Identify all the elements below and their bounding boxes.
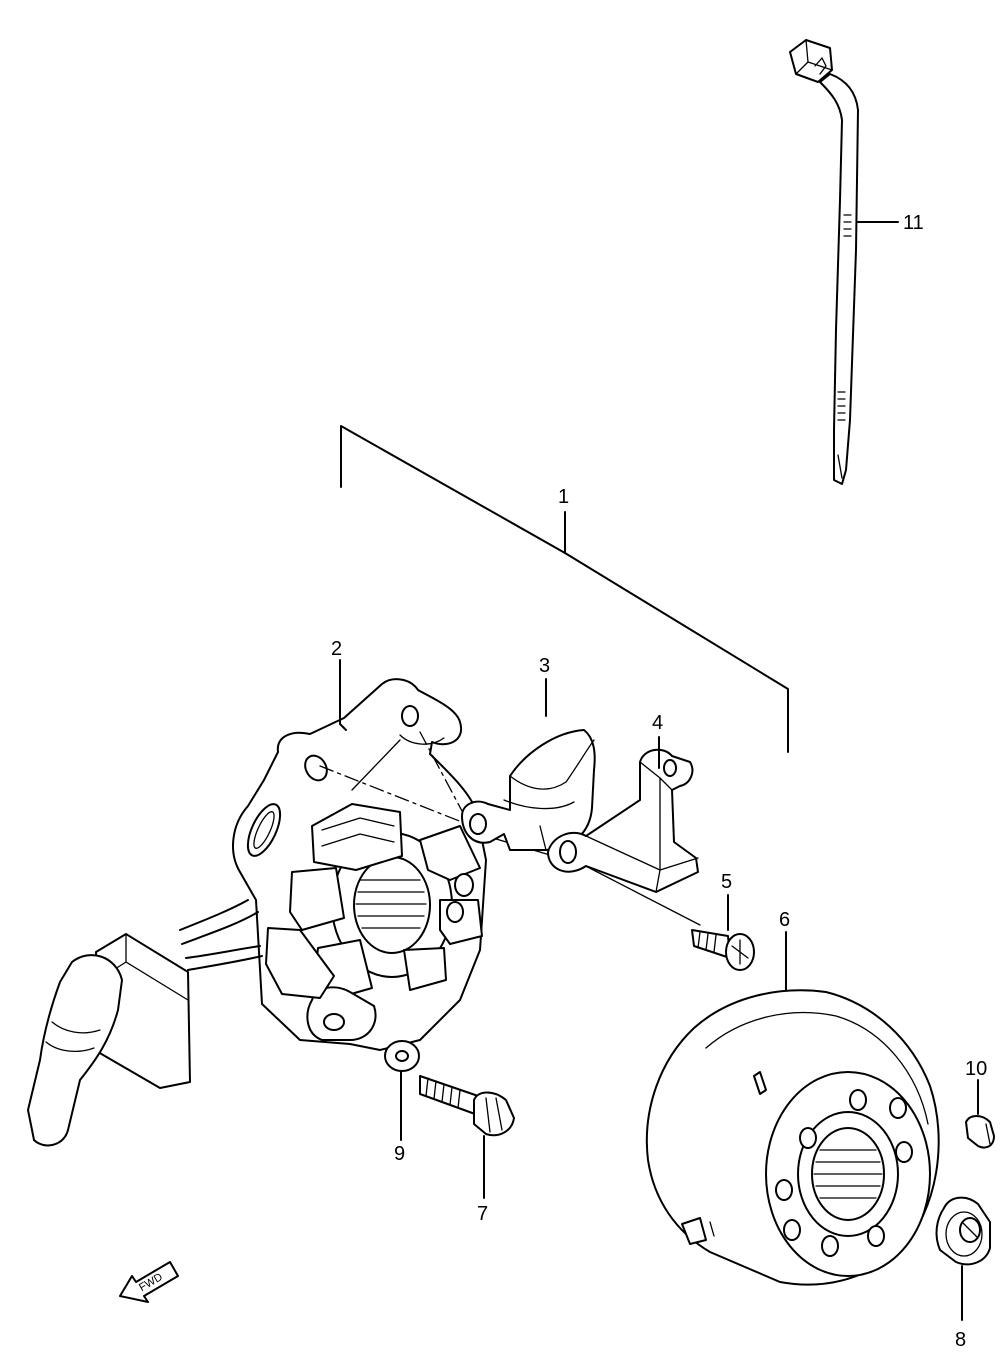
callout-6: 6 (779, 909, 790, 991)
callout-9-label: 9 (394, 1143, 405, 1165)
callout-1-label: 1 (558, 486, 569, 508)
rotor-part (645, 989, 940, 1286)
callout-11-label: 11 (903, 212, 924, 234)
callout-3-label: 3 (539, 655, 550, 677)
callout-9: 9 (394, 1071, 405, 1165)
bolt-7-part (419, 1075, 515, 1137)
callout-2-label: 2 (331, 638, 342, 660)
callout-11: 11 (857, 212, 924, 234)
callout-6-label: 6 (779, 909, 790, 931)
washer-part (384, 1040, 420, 1072)
bracket-part (547, 748, 699, 893)
callout-5: 5 (721, 871, 732, 931)
assembly-bracket-1: 1 (340, 425, 789, 753)
callout-8: 8 (955, 1265, 966, 1351)
callout-4-label: 4 (652, 712, 663, 734)
callout-3: 3 (539, 655, 550, 717)
screw-5-part (691, 929, 755, 971)
callout-7-label: 7 (477, 1203, 488, 1225)
callout-4: 4 (652, 712, 663, 769)
callout-10: 10 (965, 1058, 987, 1115)
nut-part (935, 1196, 991, 1266)
assembly-guide-lines (319, 731, 701, 926)
callout-8-label: 8 (955, 1329, 966, 1351)
stator-part (27, 678, 487, 1147)
pulse-generator-part (461, 729, 596, 851)
callout-10-label: 10 (965, 1058, 987, 1080)
cable-tie-part (789, 39, 859, 485)
callout-7: 7 (477, 1135, 488, 1225)
callout-2: 2 (331, 638, 347, 731)
callout-5-label: 5 (721, 871, 732, 893)
key-part (965, 1115, 995, 1149)
fwd-arrow-icon: FWD (119, 1261, 179, 1303)
